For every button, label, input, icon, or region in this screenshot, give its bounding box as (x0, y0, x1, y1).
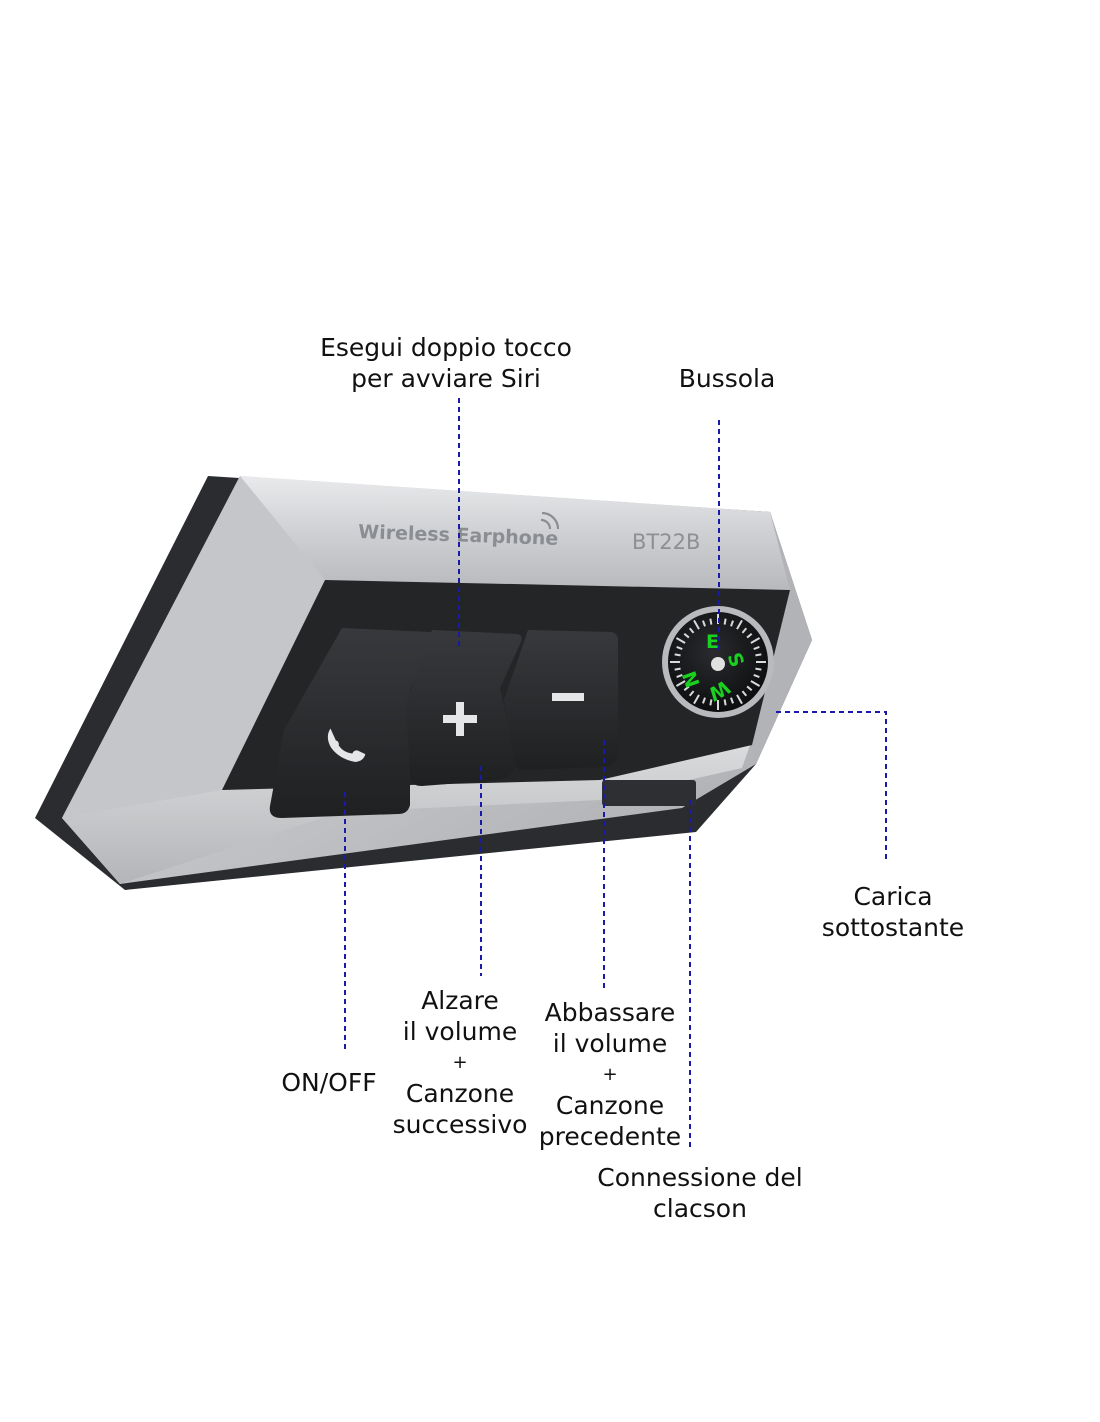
compass-tick (755, 667, 762, 671)
volume-down-button[interactable] (504, 630, 618, 770)
volume-up-plus: + (452, 1052, 468, 1073)
compass-tick (688, 690, 695, 697)
compass-tick (709, 699, 713, 706)
compass-tick (702, 697, 706, 704)
compass-tick (709, 618, 713, 625)
compass-tick (693, 694, 700, 705)
compass-tick (683, 632, 690, 639)
compass-tick (676, 646, 683, 650)
compass-tick (675, 680, 686, 687)
volume-up-line-2: il volume (402, 1017, 518, 1046)
volume-down-line-3: Canzone (555, 1091, 665, 1120)
compass-tick (675, 637, 686, 644)
horn-label-line-2: clacson (653, 1194, 747, 1223)
compass-letter-n: N (679, 668, 705, 690)
compass-tick (674, 667, 681, 671)
compass-tick (736, 694, 743, 705)
compass-tick (750, 637, 761, 644)
compass-tick (723, 618, 727, 625)
volume-up-line-1: Alzare (421, 986, 499, 1015)
compass-tick (674, 653, 681, 657)
compass-tick (723, 699, 727, 706)
volume-up-line-4: successivo (392, 1110, 528, 1139)
compass-tick (702, 620, 706, 627)
device-body (35, 476, 812, 890)
compass-tick (730, 620, 734, 627)
minus-icon (552, 693, 584, 701)
leader-lines (344, 398, 887, 1148)
charge-label-line-1: Carica (853, 882, 933, 911)
compass-tick (753, 674, 760, 678)
model-text: BT22B (632, 530, 700, 554)
leader-line-charge (776, 711, 887, 862)
compass-tick (746, 632, 753, 639)
volume-up-label: Alzare il volume + Canzone successivo (382, 985, 538, 1140)
compass: E S W N (662, 606, 774, 718)
volume-down-plus: + (602, 1064, 618, 1085)
siri-label-line-2: per avviare Siri (351, 364, 541, 393)
phone-icon (327, 728, 366, 762)
siri-label-line-1: Esegui doppio tocco (320, 333, 572, 362)
compass-tick (736, 619, 743, 630)
compass-tick (750, 680, 761, 687)
volume-down-line-2: il volume (552, 1029, 668, 1058)
compass-letter-e: E (706, 631, 719, 653)
charge-label: Carica sottostante (800, 881, 986, 943)
compass-tick (755, 653, 762, 657)
volume-down-line-1: Abbassare (544, 998, 676, 1027)
compass-tick (683, 685, 690, 692)
compass-tick (676, 674, 683, 678)
charge-label-line-2: sottostante (821, 913, 965, 942)
compass-tick (753, 646, 760, 650)
onoff-label: ON/OFF (281, 1068, 377, 1097)
horn-label: Connessione del clacson (574, 1162, 826, 1224)
volume-up-button[interactable] (406, 630, 522, 786)
volume-up-line-3: Canzone (405, 1079, 515, 1108)
compass-tick (693, 619, 700, 630)
compass-tick (746, 685, 753, 692)
phone-button[interactable] (269, 628, 434, 818)
compass-tick (730, 697, 734, 704)
compass-tick (688, 627, 695, 634)
volume-down-label: Abbassare il volume + Canzone precedente (528, 997, 692, 1152)
horn-label-line-1: Connessione del (597, 1163, 803, 1192)
plus-icon (443, 702, 477, 736)
volume-down-line-4: precedente (538, 1122, 682, 1151)
compass-tick (741, 627, 748, 634)
wireless-signal-icon (540, 511, 560, 530)
compass-label: Bussola (678, 364, 776, 393)
compass-tick (741, 690, 748, 697)
siri-label: Esegui doppio tocco per avviare Siri (296, 332, 596, 394)
